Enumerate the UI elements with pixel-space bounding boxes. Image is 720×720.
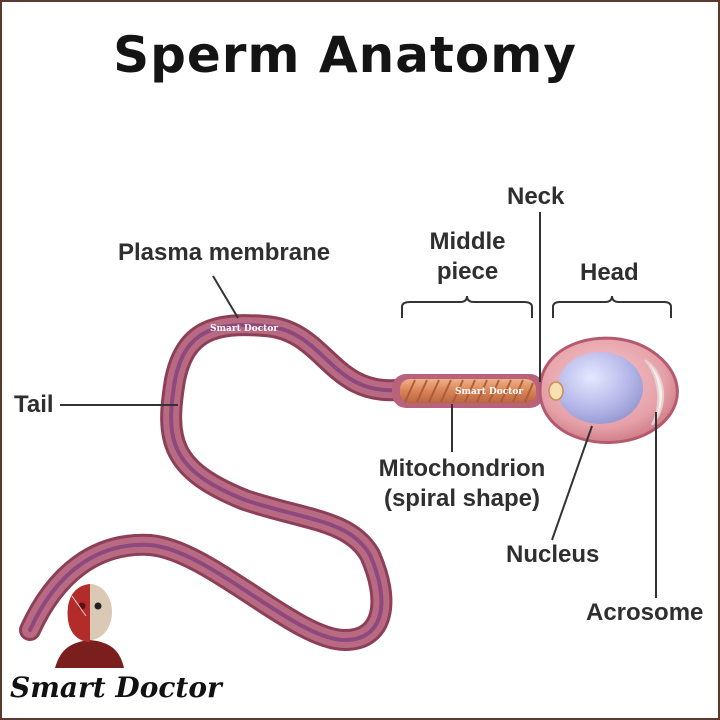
sperm-head (538, 336, 679, 445)
label-middle-piece-line1: Middle (429, 228, 506, 255)
watermark-tail: Smart Doctor (210, 324, 278, 334)
label-nucleus: Nucleus (506, 541, 600, 568)
label-plasma-membrane: Plasma membrane (118, 239, 331, 266)
sperm-tail (19, 314, 409, 652)
head-bracket (552, 295, 672, 318)
anatomy-head-icon (55, 584, 124, 668)
watermark-midpiece: Smart Doctor (455, 387, 523, 397)
nucleus-leader (551, 425, 593, 541)
plasma-membrane-leader (212, 275, 239, 319)
label-middle-piece: Middle piece (410, 227, 525, 287)
acrosome-shape (644, 359, 665, 426)
middle-piece: Smart Doctor (392, 374, 544, 408)
centriole-shape (548, 381, 564, 401)
label-mitochondrion-line1: Mitochondrion (378, 455, 546, 482)
middle-piece-bracket (401, 295, 533, 318)
label-neck: Neck (507, 183, 565, 210)
label-middle-piece-line2: piece (436, 258, 499, 285)
label-tail: Tail (14, 391, 54, 418)
nucleus-shape (557, 352, 643, 424)
label-acrosome: Acrosome (586, 599, 704, 626)
label-mitochondrion-line2: (spiral shape) (383, 485, 541, 512)
logo-text: Smart Doctor (10, 671, 222, 704)
label-mitochondrion: Mitochondrion (spiral shape) (372, 454, 552, 514)
label-head: Head (580, 259, 639, 286)
diagram-title: Sperm Anatomy (113, 26, 577, 84)
